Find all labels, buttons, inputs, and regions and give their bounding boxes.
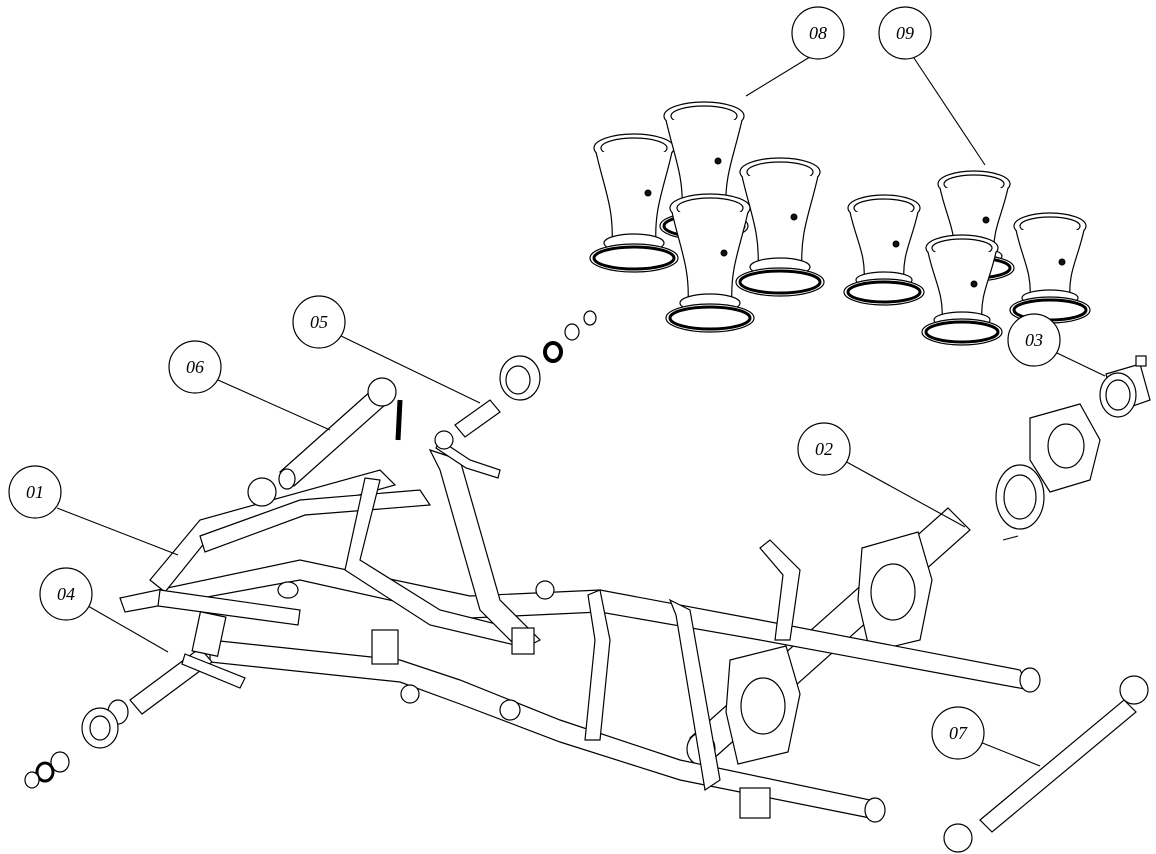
rear-axle-assembly	[686, 403, 1101, 766]
callout-05: 05	[292, 295, 346, 349]
front-tube	[247, 377, 403, 507]
callout-label-02: 02	[815, 439, 833, 459]
rear-rod	[943, 675, 1149, 853]
leader-09	[909, 51, 986, 166]
callout-02: 02	[797, 422, 851, 476]
callout-08: 08	[791, 6, 845, 60]
callout-03: 03	[1007, 313, 1061, 367]
callout-label-03: 03	[1025, 330, 1043, 350]
leader-03	[1056, 352, 1106, 377]
callout-label-06: 06	[186, 357, 204, 377]
rim-front-1	[588, 132, 680, 274]
rear-hub	[1099, 355, 1151, 418]
callout-label-08: 08	[809, 23, 827, 43]
chassis-frame	[119, 448, 1041, 823]
rim-front-3	[734, 156, 826, 298]
callout-09: 09	[878, 6, 932, 60]
leader-lines	[56, 51, 1106, 767]
callout-label-01: 01	[26, 482, 44, 502]
callout-01: 01	[8, 465, 62, 519]
callout-label-05: 05	[310, 312, 328, 332]
rim-rear-3	[1008, 211, 1092, 325]
callout-04: 04	[39, 567, 93, 621]
leader-07	[979, 741, 1041, 767]
rim-rear-1	[842, 193, 926, 307]
leader-08	[745, 51, 819, 97]
callout-label-09: 09	[896, 23, 914, 43]
rim-front-4	[664, 192, 756, 334]
leader-05	[338, 334, 481, 404]
rims-front-group	[588, 100, 826, 334]
leader-06	[217, 379, 331, 431]
callout-06: 06	[168, 340, 222, 394]
rim-rear-4	[920, 233, 1004, 347]
callout-label-04: 04	[57, 584, 75, 604]
leader-01	[56, 507, 179, 556]
front-spindle	[24, 611, 246, 789]
rims-rear-group	[842, 169, 1092, 347]
leader-02	[842, 459, 966, 528]
leader-04	[87, 605, 169, 653]
callout-07: 07	[931, 706, 985, 760]
callout-label-07: 07	[949, 723, 968, 743]
steering-parts	[434, 310, 597, 479]
